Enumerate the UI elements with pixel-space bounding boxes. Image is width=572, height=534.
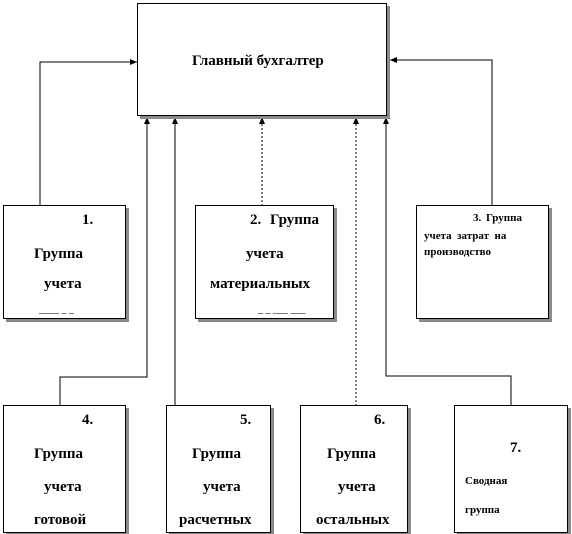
group-6-line3: остальных — [316, 512, 390, 528]
group-3-line2: учета затрат на — [424, 230, 507, 242]
group-7-line1: Сводная — [465, 475, 508, 487]
group-7-line2: группа — [465, 504, 500, 516]
group-1-line2: учета — [44, 276, 82, 292]
connector-group-7 — [383, 117, 512, 406]
group-2-partial-text: _ _ ___ ___ — [258, 304, 306, 315]
group-1-partial-text: ____ _ _ — [39, 304, 74, 315]
group-4-line3: готовой — [34, 512, 87, 528]
group-1-box: 1. Группа учета ____ _ _ — [3, 205, 126, 319]
group-4-box: 4. Группа учета готовой — [3, 405, 126, 533]
group-5-line2: учета — [203, 479, 241, 495]
group-1-number: 1. — [82, 212, 94, 228]
group-4-line1: Группа — [34, 446, 84, 462]
chief-accountant-title: Главный бухгалтер — [192, 53, 324, 69]
group-2-box: 2. Группа учета материальных _ _ ___ ___ — [195, 205, 334, 319]
group-6-line1: Группа — [327, 446, 377, 462]
group-7-box: 7. Сводная группа — [454, 405, 568, 533]
group-5-box: 5. Группа учета расчетных — [166, 405, 271, 533]
group-5-line3: расчетных — [179, 512, 252, 528]
connector-group-1 — [39, 59, 137, 206]
group-2-number: 2. — [250, 212, 262, 228]
group-3-box: 3. Группа учета затрат на производство — [416, 205, 549, 319]
group-2-line1: Группа — [270, 212, 320, 228]
group-6-number: 6. — [374, 412, 386, 428]
group-1-line1: Группа — [34, 246, 84, 262]
group-7-number: 7. — [510, 440, 522, 456]
connector-group-3 — [390, 57, 493, 206]
group-6-line2: учета — [338, 479, 376, 495]
chief-accountant-box: Главный бухгалтер — [137, 3, 387, 116]
group-4-number: 4. — [82, 412, 94, 428]
group-2-line3: материальных — [210, 276, 311, 292]
group-6-box: 6. Группа учета остальных — [300, 405, 408, 533]
group-5-line1: Группа — [192, 446, 242, 462]
group-3-line3: производство — [424, 246, 491, 258]
group-3-line1: Группа — [486, 212, 522, 224]
group-5-number: 5. — [240, 412, 252, 428]
group-2-line2: учета — [246, 246, 284, 262]
group-3-number: 3. — [473, 212, 482, 224]
group-4-line2: учета — [44, 479, 82, 495]
connector-group-4 — [59, 117, 150, 406]
